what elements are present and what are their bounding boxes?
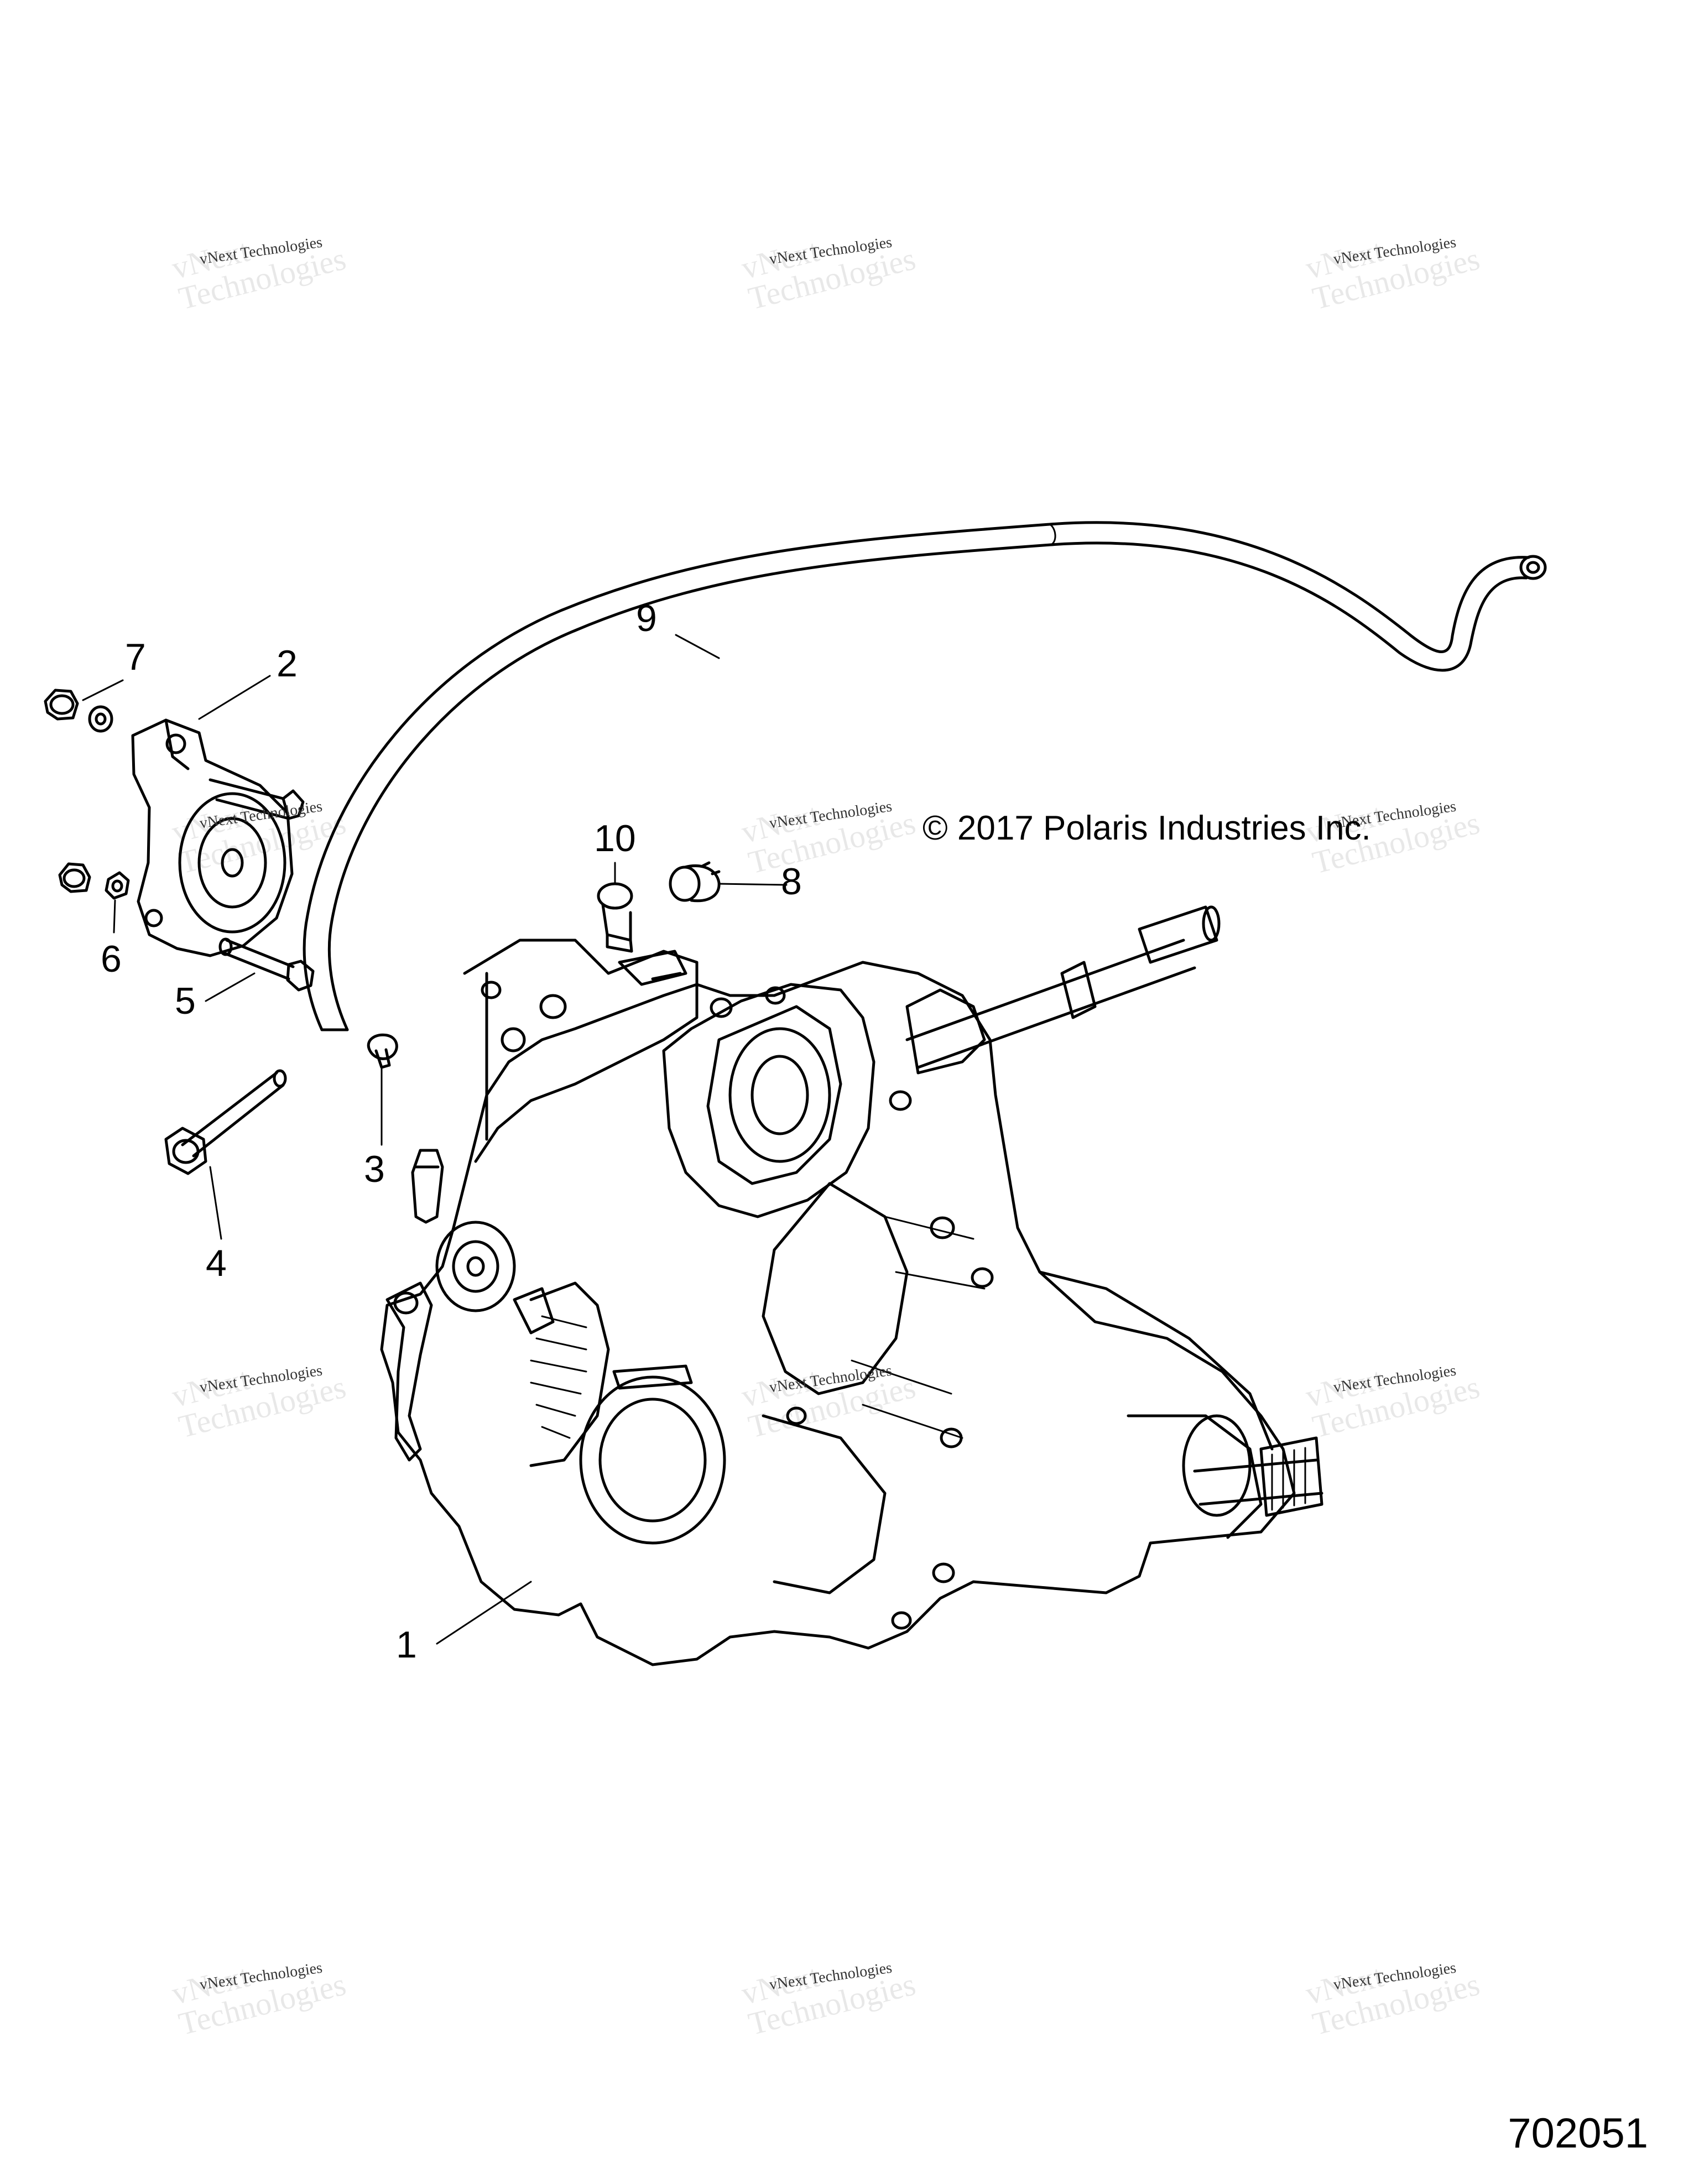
transmission-part-1 xyxy=(380,905,1323,1666)
breather-hose-part-9 xyxy=(303,521,1547,1031)
callout-part-9: 9 xyxy=(636,597,657,639)
watermark: vNext Technologies vNext Technologies xyxy=(168,1958,404,2042)
clip-part-10 xyxy=(597,882,633,953)
watermark: vNext Technologies vNext Technologies xyxy=(1302,232,1538,317)
watermark: vNext Technologies vNext Technologies xyxy=(1302,1361,1538,1445)
nut-part-6 xyxy=(58,862,130,900)
callout-part-4: 4 xyxy=(206,1242,227,1284)
leader-part-8 xyxy=(718,883,788,886)
watermark: vNext Technologies vNext Technologies xyxy=(168,232,404,317)
watermark: vNext Technologies vNext Technologies xyxy=(738,1958,973,2042)
leader-part-2 xyxy=(198,675,271,720)
leader-part-6 xyxy=(113,899,116,934)
bolt-part-4 xyxy=(164,1069,287,1175)
watermark: vNext Technologies vNext Technologies xyxy=(738,232,973,317)
copyright-notice: © 2017 Polaris Industries Inc. xyxy=(923,809,1371,847)
callout-part-7: 7 xyxy=(125,636,146,678)
leader-part-5 xyxy=(205,972,256,1002)
callout-part-1: 1 xyxy=(396,1624,417,1666)
leader-part-9 xyxy=(675,634,720,659)
plug-part-8 xyxy=(669,861,721,903)
callout-part-6: 6 xyxy=(101,938,122,980)
leader-part-7 xyxy=(82,679,124,701)
watermark: vNext Technologies vNext Technologies xyxy=(1302,1958,1538,2042)
nut-part-7 xyxy=(44,689,113,733)
callout-part-3: 3 xyxy=(364,1148,385,1190)
callout-part-2: 2 xyxy=(277,643,298,685)
callout-part-8: 8 xyxy=(781,861,802,903)
watermark: vNext Technologies vNext Technologies xyxy=(168,1361,404,1445)
hose-clamp-part-3 xyxy=(367,1033,398,1069)
callout-part-10: 10 xyxy=(594,817,636,859)
bolt-part-5 xyxy=(218,937,315,992)
watermark: vNext Technologies vNext Technologies xyxy=(738,1361,973,1445)
callout-part-5: 5 xyxy=(175,980,196,1022)
leader-lines xyxy=(82,634,788,1645)
leader-part-4 xyxy=(209,1166,222,1240)
leader-part-1 xyxy=(436,1581,532,1645)
figure-number: 702051 xyxy=(1508,2110,1648,2157)
watermark: vNext Technologies vNext Technologies xyxy=(168,796,404,881)
